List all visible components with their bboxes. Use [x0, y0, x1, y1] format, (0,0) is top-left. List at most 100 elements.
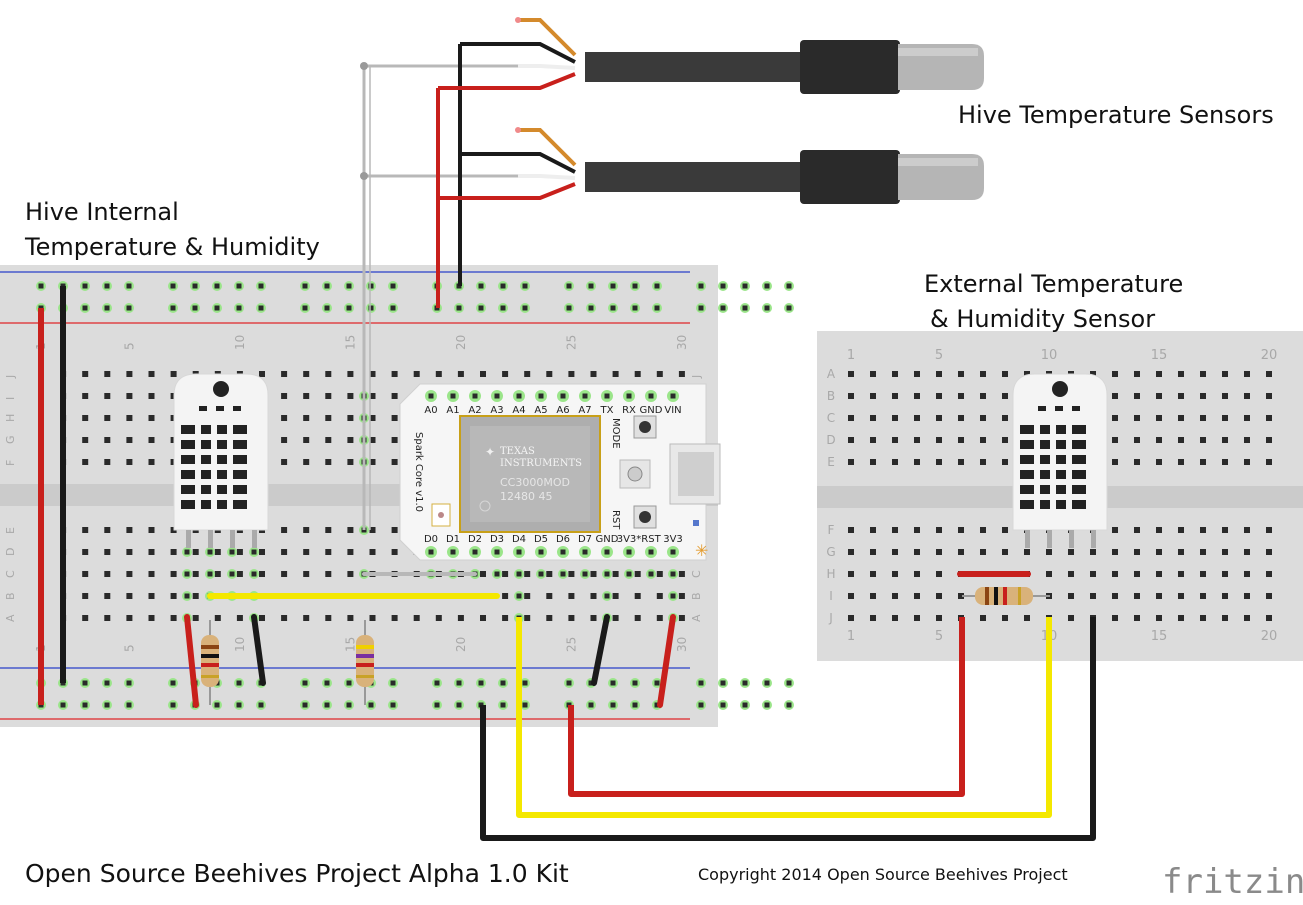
breadboard-hole [936, 415, 942, 421]
breadboard-hole [1244, 549, 1250, 555]
rail-hole-center [214, 702, 220, 708]
breadboard-hole [281, 393, 288, 399]
row-letter: D [4, 548, 17, 556]
spark-core-name: Spark Core v1.0 [413, 432, 424, 512]
breadboard-hole [848, 437, 854, 443]
breadboard-hole [325, 549, 332, 555]
breadboard-hole [914, 437, 920, 443]
column-number: 20 [1261, 348, 1278, 363]
connected-hole-center [184, 549, 190, 555]
rail-hole-center [346, 283, 352, 289]
rail-hole-center [214, 283, 220, 289]
breadboard-hole [634, 571, 641, 577]
spark-pin-label: D1 [446, 534, 460, 545]
rail-hole-center [214, 305, 220, 311]
row-letter: A [690, 614, 703, 622]
hive-internal-label-line1: Hive Internal [25, 198, 179, 226]
rail-hole-center [720, 702, 726, 708]
breadboard-hole [1266, 415, 1272, 421]
breadboard-hole [148, 571, 155, 577]
breadboard-hole [1178, 437, 1184, 443]
rail-hole-center [236, 680, 242, 686]
breadboard-hole [936, 593, 942, 599]
rail-hole-center [786, 680, 792, 686]
rail-hole-center [258, 305, 264, 311]
sensor-vent [1056, 470, 1066, 479]
spark-pin-center [604, 393, 610, 399]
spark-pin-center [472, 549, 478, 555]
breadboard-hole [192, 571, 199, 577]
breadboard-hole [848, 393, 854, 399]
connected-hole-center [207, 549, 213, 555]
sensor-vent [1020, 485, 1034, 494]
spark-pin-label: D4 [512, 534, 526, 545]
breadboard-hole [524, 615, 531, 621]
module-brand-line1: TEXAS [500, 446, 535, 457]
rail-hole-center [786, 283, 792, 289]
sensor-vent [217, 455, 227, 464]
breadboard-hole [1002, 437, 1008, 443]
breadboard-hole [236, 571, 243, 577]
breadboard-hole [1200, 593, 1206, 599]
breadboard-hole [958, 437, 964, 443]
breadboard-hole [281, 459, 288, 465]
breadboard-hole [82, 615, 89, 621]
rail-hole-center [324, 680, 330, 686]
sensor-vent [201, 425, 211, 434]
sensor-vent [217, 470, 227, 479]
breadboard-hole [958, 527, 964, 533]
connected-hole-center [582, 571, 588, 577]
breadboard-hole [870, 459, 876, 465]
breadboard-hole [1266, 527, 1272, 533]
breadboard-hole [1002, 549, 1008, 555]
breadboard-hole [126, 615, 133, 621]
spark-pin-center [538, 549, 544, 555]
rail-hole-center [104, 680, 110, 686]
breadboard-hole [104, 615, 111, 621]
breadboard-hole [347, 415, 354, 421]
connected-hole-center [560, 571, 566, 577]
breadboard-hole [1112, 393, 1118, 399]
breadboard-hole [892, 527, 898, 533]
breadboard-hole [480, 371, 486, 377]
column-number: 1 [847, 348, 855, 363]
external-dht-sensor [1012, 373, 1108, 548]
sensor-vent [233, 455, 247, 464]
connected-hole-center [184, 593, 190, 599]
spark-pin-label: GND [640, 405, 663, 416]
row-letter: H [826, 567, 835, 581]
breadboard-hole [1244, 593, 1250, 599]
row-letter: D [826, 433, 835, 447]
rail-hole-center [764, 680, 770, 686]
breadboard-hole [148, 593, 155, 599]
breadboard-hole [369, 527, 376, 533]
column-number: 25 [564, 335, 578, 350]
rail-hole-center [654, 305, 660, 311]
breadboard-hole [325, 615, 332, 621]
rail-hole-center [566, 283, 572, 289]
breadboard-hole [1002, 459, 1008, 465]
breadboard-hole [1112, 615, 1118, 621]
breadboard-hole [1112, 371, 1118, 377]
rail-hole-center [720, 680, 726, 686]
breadboard-hole [1200, 459, 1206, 465]
breadboard-hole [259, 549, 265, 555]
spark-pin-label: D7 [578, 534, 592, 545]
breadboard-hole [980, 549, 986, 555]
breadboard-hole [236, 615, 243, 621]
rail-hole-center [104, 283, 110, 289]
breadboard-hole [546, 593, 553, 599]
row-letter: E [4, 527, 17, 534]
rail-hole-center [82, 680, 88, 686]
rail-hole-center [632, 283, 638, 289]
breadboard-hole [1200, 437, 1206, 443]
connected-hole-center [494, 571, 500, 577]
breadboard-hole [1002, 371, 1008, 377]
breadboard-hole [104, 459, 111, 465]
breadboard-hole [1244, 527, 1250, 533]
breadboard-hole [848, 527, 854, 533]
breadboard-hole [1222, 393, 1228, 399]
rail-hole-center [500, 283, 506, 289]
spark-pin-center [428, 549, 434, 555]
sensor-vent [201, 455, 211, 464]
